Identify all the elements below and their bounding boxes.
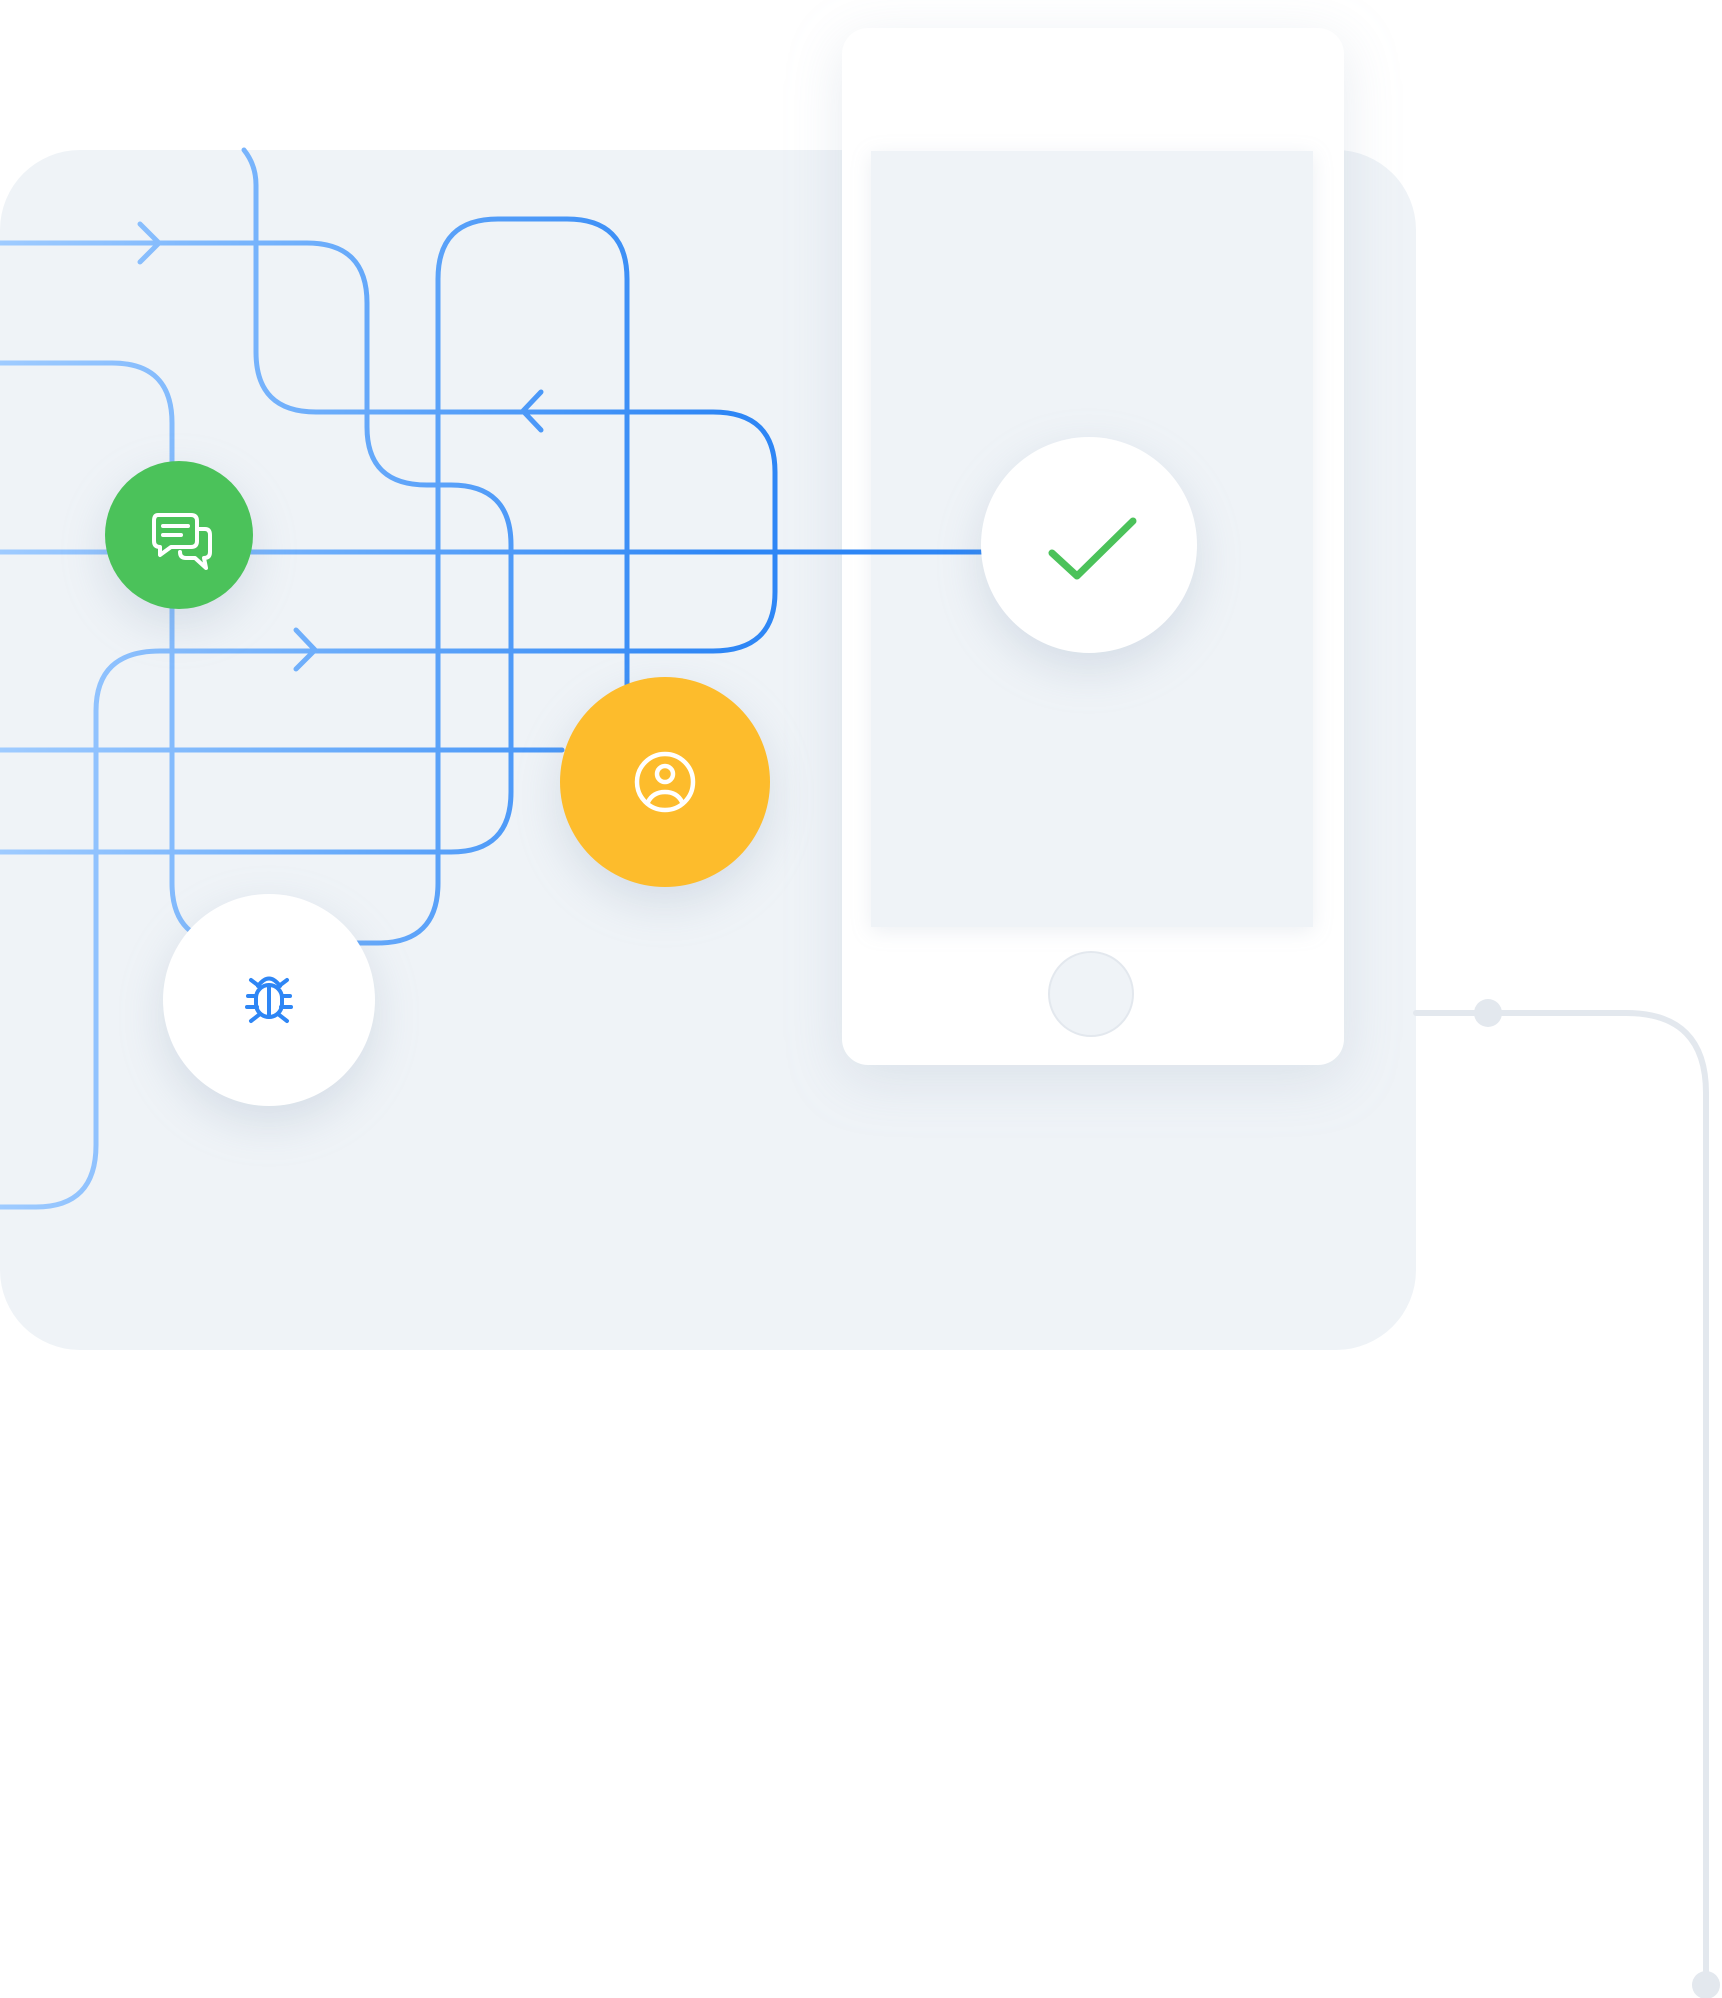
check-icon — [1048, 517, 1137, 580]
success-node — [981, 437, 1197, 653]
route-arrow-right-lower — [293, 627, 318, 672]
user-circle-icon — [634, 751, 696, 813]
connector-node-dot — [1474, 999, 1502, 1027]
user-node — [560, 677, 770, 887]
chat-bubbles-icon — [152, 513, 212, 570]
success-node-circle — [981, 437, 1197, 653]
chat-node — [105, 461, 253, 609]
external-connector-line — [1413, 1010, 1709, 1988]
route-arrow-right-top — [137, 221, 162, 265]
bug-icon — [245, 976, 293, 1023]
route-line-vertical-loop — [0, 147, 778, 1210]
connector-end-dot — [1692, 1971, 1720, 1998]
phone-home-button — [1048, 951, 1134, 1037]
route-arrow-left-middle — [520, 389, 544, 433]
connector-line-group — [1413, 999, 1720, 1998]
bug-node — [163, 894, 375, 1106]
